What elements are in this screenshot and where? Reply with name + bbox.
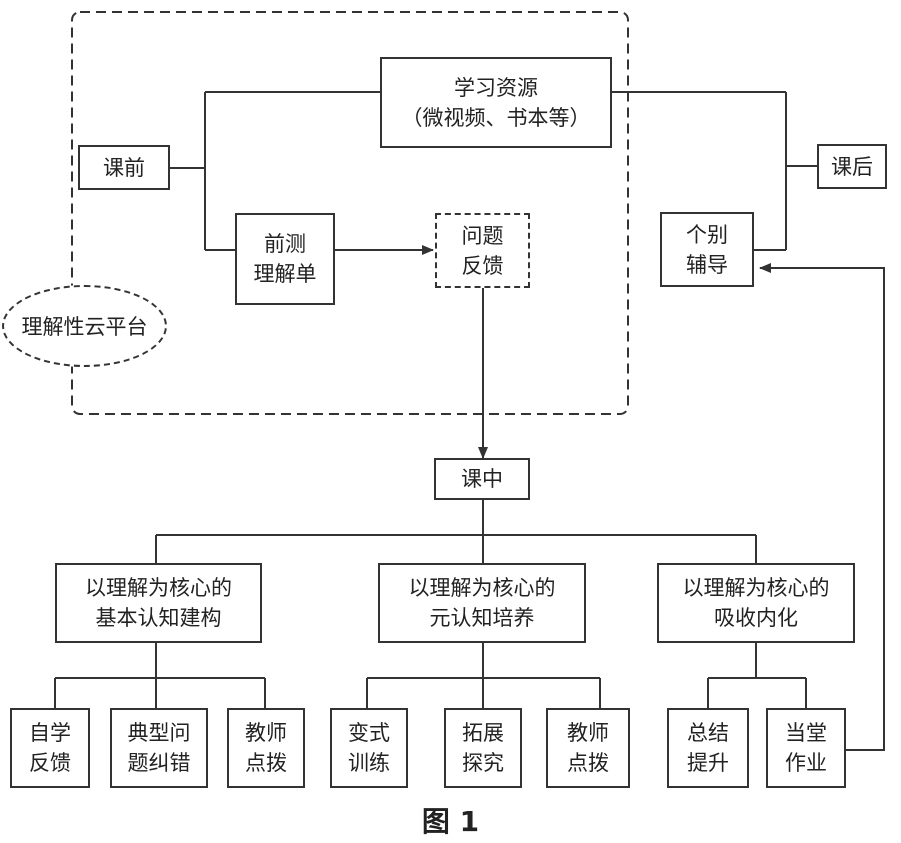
leaf-variant-training: 变式 训练 [330, 708, 408, 788]
figure-caption: 图 1 [421, 805, 480, 838]
leaf-typical-error-correction: 典型问 题纠错 [110, 708, 208, 788]
arrow-homework-to-tutoring [759, 263, 885, 751]
leaf-extended-inquiry: 拓展 探究 [444, 708, 522, 788]
group-absorption: 以理解为核心的 吸收内化 [657, 563, 855, 643]
leaf-in-class-homework: 当堂 作业 [766, 708, 846, 788]
node-in-class: 课中 [434, 458, 530, 500]
node-individual-tutoring: 个别 辅导 [660, 212, 754, 287]
cloud-platform-label: 理解性云平台 [2, 285, 167, 367]
node-learning-resources: 学习资源 （微视频、书本等） [380, 57, 612, 148]
node-pre-class: 课前 [78, 145, 170, 190]
leaf-teacher-guidance-2: 教师 点拨 [546, 708, 630, 788]
node-pretest-sheet: 前测 理解单 [235, 213, 335, 305]
node-post-class: 课后 [817, 144, 887, 189]
leaf-self-study-feedback: 自学 反馈 [10, 708, 90, 788]
leaf-teacher-guidance-1: 教师 点拨 [227, 708, 305, 788]
cloud-platform-region [71, 11, 629, 415]
group-metacognition: 以理解为核心的 元认知培养 [378, 563, 586, 643]
node-problem-feedback: 问题 反馈 [435, 213, 530, 288]
group-basic-cognition: 以理解为核心的 基本认知建构 [55, 563, 262, 643]
leaf-summary-improvement: 总结 提升 [667, 708, 749, 788]
